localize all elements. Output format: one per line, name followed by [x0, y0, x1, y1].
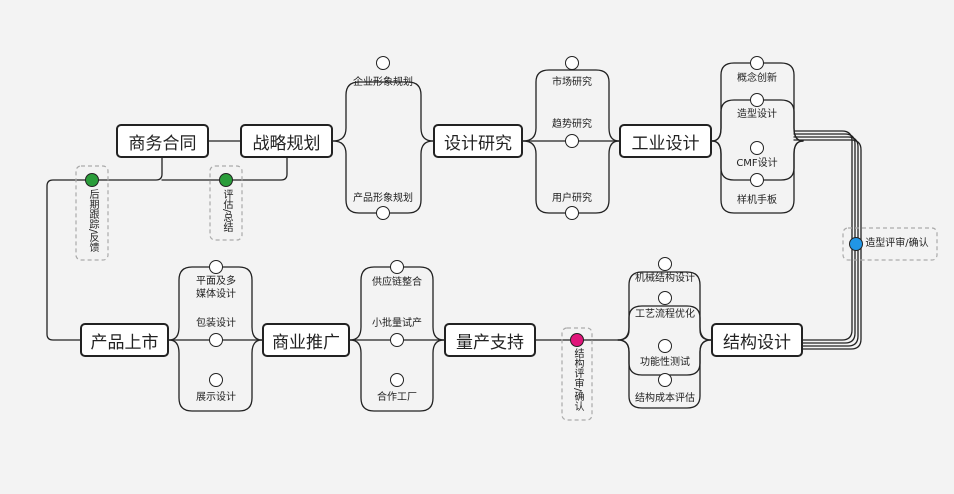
connector-process-optimization	[658, 291, 672, 305]
label-concept-innovation: 概念创新	[737, 73, 777, 84]
connector-prototype	[750, 173, 764, 187]
label-function-test: 功能性测试	[640, 357, 690, 368]
label-process-optimization: 工艺流程优化	[635, 309, 695, 320]
connector-small-batch	[390, 333, 404, 347]
node-structural-design[interactable]: 结构设计	[711, 323, 803, 357]
label-display-design: 展示设计	[196, 392, 236, 403]
connector-graphic-media	[209, 260, 223, 274]
connector-cost-evaluation	[658, 373, 672, 387]
label-cost-evaluation: 结构成本评估	[635, 393, 695, 404]
label-mechanical-structure: 机械结构设计	[635, 273, 695, 284]
connector-function-test	[658, 339, 672, 353]
label-small-batch: 小批量试产	[372, 318, 422, 329]
connector-mechanical-structure	[658, 257, 672, 271]
node-mass-production-support[interactable]: 量产支持	[444, 323, 536, 357]
label-user-research: 用户研究	[552, 193, 592, 204]
node-business-contract[interactable]: 商务合同	[116, 124, 209, 158]
label-market-research: 市场研究	[552, 77, 592, 88]
checkpoint-frame-structure-review	[561, 327, 593, 421]
link-promo-display	[168, 339, 263, 412]
checkpoint-dot-structure-review	[570, 333, 584, 347]
link-struct-cost	[617, 339, 712, 409]
link-struct-process	[617, 305, 712, 341]
connector-partner-factory	[390, 373, 404, 387]
node-product-launch[interactable]: 产品上市	[80, 323, 169, 357]
connector-corporate-image	[376, 56, 390, 70]
link-research-market	[522, 69, 620, 142]
label-packaging: 包装设计	[196, 318, 236, 329]
label-supply-chain: 供应链整合	[372, 277, 422, 288]
checkpoint-dot-form-review	[849, 237, 863, 251]
link-feedback-loop	[46, 157, 163, 341]
label-form-review: 造型评审/确认	[865, 238, 929, 249]
connector-product-image	[376, 206, 390, 220]
connector-packaging	[209, 333, 223, 347]
label-prototype: 样机手板	[737, 195, 777, 206]
link-id-to-structure-2	[793, 133, 856, 344]
label-partner-factory: 合作工厂	[377, 392, 417, 403]
checkpoint-dot-feedback	[85, 173, 99, 187]
label-product-image: 产品形象规划	[353, 193, 413, 204]
link-mass-factory	[349, 339, 445, 412]
connector-supply-chain	[390, 260, 404, 274]
link-id-sample	[711, 140, 804, 214]
connector-market-research	[565, 56, 579, 70]
node-commercial-promotion[interactable]: 商业推广	[262, 323, 350, 357]
label-graphic-media-2: 媒体设计	[196, 289, 236, 300]
connector-user-research	[565, 206, 579, 220]
label-follow-up-feedback: 后期跟踪/反馈	[87, 189, 98, 253]
link-strategy-corp	[332, 81, 434, 142]
node-design-research[interactable]: 设计研究	[433, 124, 523, 158]
node-industrial-design[interactable]: 工业设计	[619, 124, 712, 158]
label-graphic-media-1: 平面及多	[196, 276, 236, 287]
checkpoint-frame-feedback	[75, 165, 109, 261]
label-cmf-design: CMF设计	[736, 158, 778, 169]
label-evaluation-summary: 评估/总结	[221, 189, 232, 233]
link-strategy-feedback	[161, 157, 288, 181]
connector-form-design	[750, 93, 764, 107]
label-form-design: 造型设计	[737, 109, 777, 120]
label-trend-research: 趋势研究	[552, 119, 592, 130]
label-structure-review: 结构评审/确认	[572, 348, 583, 412]
connector-display-design	[209, 373, 223, 387]
link-id-to-structure-1	[793, 130, 853, 341]
checkpoint-dot-evaluation	[219, 173, 233, 187]
connector-concept-innovation	[750, 56, 764, 70]
node-strategic-planning[interactable]: 战略规划	[240, 124, 333, 158]
label-corporate-image: 企业形象规划	[353, 77, 413, 88]
connector-cmf-design	[750, 141, 764, 155]
checkpoint-frame-form-review	[842, 227, 938, 261]
connector-trend-research	[565, 134, 579, 148]
checkpoint-frame-evaluation	[209, 165, 243, 241]
